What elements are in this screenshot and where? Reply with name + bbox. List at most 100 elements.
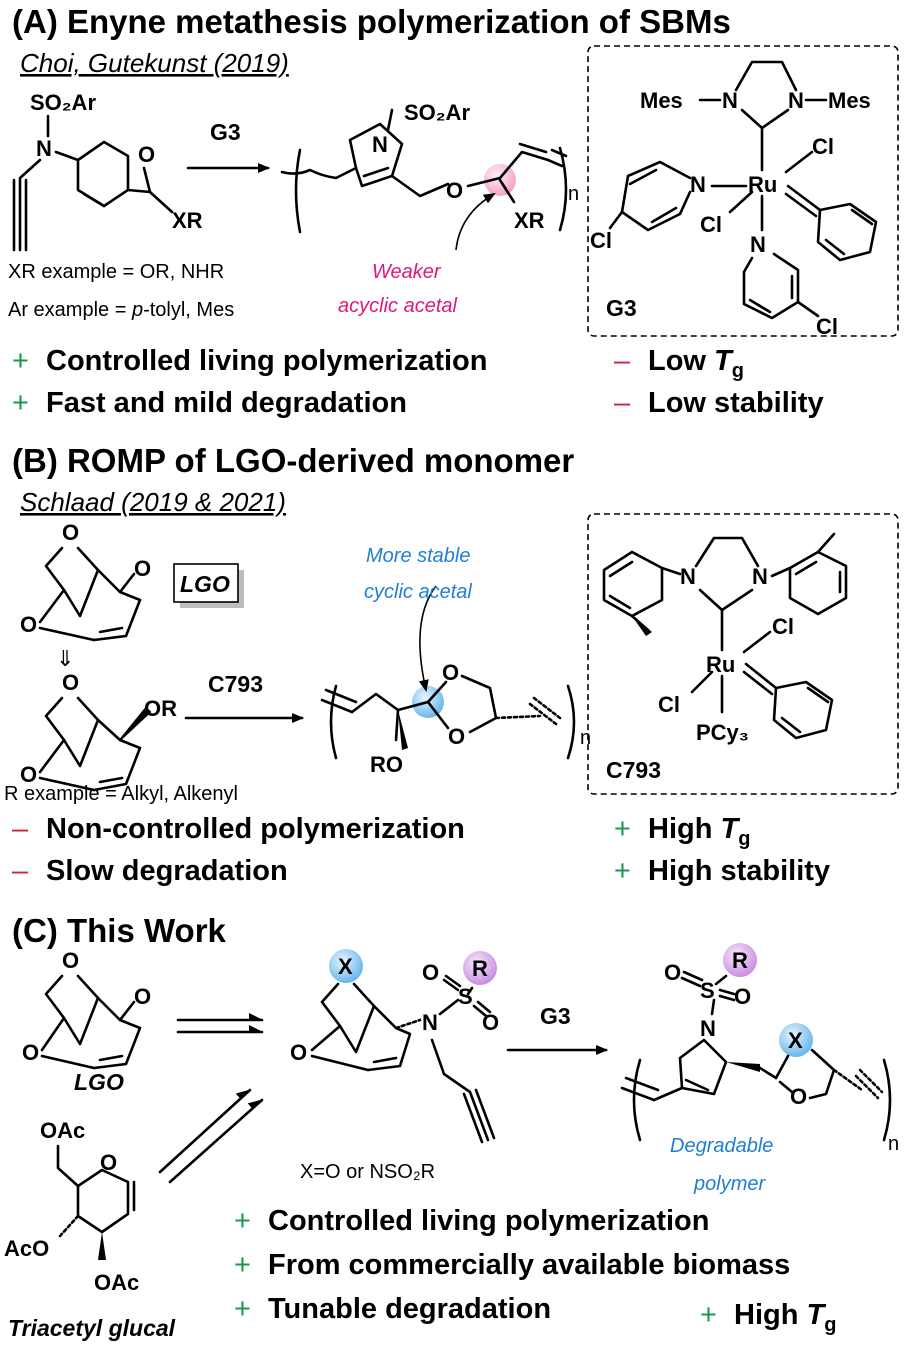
x-atom-highlight xyxy=(779,1023,813,1057)
section-a-advantage: +Fast and mild degradation xyxy=(12,387,407,419)
mesityl-right: Mes xyxy=(828,88,871,113)
section-b-advantage: +High Tg xyxy=(614,813,750,850)
r-group: R xyxy=(732,948,748,973)
r-group-highlight xyxy=(463,951,497,985)
chloride-bottom: Cl xyxy=(700,212,722,237)
r-group-highlight xyxy=(723,943,757,977)
stable-acetal-annotation: cyclic acetal xyxy=(364,581,472,603)
lgo-structure-c: O O O xyxy=(22,948,151,1070)
section-b-title: (B) ROMP of LGO-derived monomer xyxy=(12,442,574,479)
repeat-subscript: n xyxy=(568,183,579,205)
x-definition-note: X=O or NSO₂R xyxy=(300,1161,435,1183)
bullet-sign: – xyxy=(614,345,631,377)
nitrogen-atom: N xyxy=(372,132,388,157)
reagent-g3-label: G3 xyxy=(540,1003,571,1029)
oac-group: OAc xyxy=(94,1270,139,1295)
bullet-text: Slow degradation xyxy=(46,855,288,887)
bridge-oxygen: O xyxy=(62,948,79,973)
ketone-oxygen: O xyxy=(134,556,151,581)
ro-group: RO xyxy=(370,752,403,777)
nitrogen-atom: N xyxy=(700,1016,716,1041)
triacetyl-glucal-label: Triacetyl glucal xyxy=(8,1315,176,1341)
degradable-polymer-label: Degradable xyxy=(670,1135,773,1157)
ar-example-note: Ar example = p-tolyl, Mes xyxy=(8,299,234,321)
r-example-note: R example = Alkyl, Alkenyl xyxy=(4,783,238,805)
pcy3-ligand: PCy₃ xyxy=(696,720,749,745)
section-a-drawback: –Low Tg xyxy=(614,345,744,382)
c793-catalyst-box xyxy=(587,513,899,795)
ring-oxygen: O xyxy=(290,1040,307,1065)
section-c-advantage: +From commercially available biomass xyxy=(234,1249,790,1281)
c793-catalyst: N N Ru Cl Cl PCy₃ C793 xyxy=(602,532,848,783)
chloride-pyridine: Cl xyxy=(590,228,612,253)
section-c-advantage: +Controlled living polymerization xyxy=(234,1205,709,1237)
bullet-text: High Tg xyxy=(734,1299,836,1336)
bullet-sign: – xyxy=(12,813,29,845)
bullet-text: Tunable degradation xyxy=(268,1293,551,1325)
sulfur-atom: S xyxy=(458,984,473,1009)
sbm-monomer: SO₂Ar N O XR xyxy=(12,90,203,252)
nitrogen-atom: N xyxy=(690,172,706,197)
xr-group: XR xyxy=(172,208,203,233)
sulfonyl-oxygen: O xyxy=(734,984,751,1009)
nitrogen-atom: N xyxy=(680,564,696,589)
c793-label: C793 xyxy=(606,757,661,783)
section-b-drawback: –Non-controlled polymerization xyxy=(12,813,465,845)
g3-label: G3 xyxy=(606,295,637,321)
bullet-text: Controlled living polymerization xyxy=(46,345,487,377)
triacetyl-glucal: OAc O AcO OAc xyxy=(4,1118,139,1295)
nitrogen-atom: N xyxy=(422,1010,438,1035)
bridge-oxygen: O xyxy=(62,670,79,695)
lgo-structure: O O O xyxy=(20,520,151,642)
oac-group: OAc xyxy=(40,1118,85,1143)
bullet-text: Non-controlled polymerization xyxy=(46,813,465,845)
chloride-top: Cl xyxy=(772,614,794,639)
aco-group: AcO xyxy=(4,1236,49,1261)
lgo-label-box xyxy=(173,563,239,603)
bridge-oxygen: O xyxy=(62,520,79,545)
enyne-polymer: N SO₂Ar O XR n xyxy=(280,100,579,234)
x-atom-highlight xyxy=(329,949,363,983)
xr-example-note: XR example = OR, NHR xyxy=(8,261,224,283)
xr-group: XR xyxy=(514,208,545,233)
section-c-title: (C) This Work xyxy=(12,912,227,949)
degradable-polymer-label: polymer xyxy=(693,1173,766,1195)
retrosynthesis-arrow: ⇓ xyxy=(56,646,74,671)
section-a-citation: Choi, Gutekunst (2019) xyxy=(20,48,289,78)
section-a-drawback: –Low stability xyxy=(614,387,824,419)
nitrogen-atom: N xyxy=(722,88,738,113)
ring-oxygen: O xyxy=(20,762,37,787)
bullet-text: Low stability xyxy=(648,387,824,419)
sulfur-atom: S xyxy=(700,978,715,1003)
bullet-text: High Tg xyxy=(648,813,750,850)
section-c-advantage: + High Tg xyxy=(700,1299,836,1336)
sulfonyl-oxygen: O xyxy=(422,960,439,985)
reagent-c793-label: C793 xyxy=(208,671,263,697)
pyran-oxygen: O xyxy=(100,1150,117,1175)
so2ar-group: SO₂Ar xyxy=(404,100,470,125)
section-a-title: (A) Enyne metathesis polymerization of S… xyxy=(12,3,731,40)
chloride-top: Cl xyxy=(812,134,834,159)
weaker-acetal-annotation: Weaker xyxy=(372,261,442,283)
bullet-text: Controlled living polymerization xyxy=(268,1205,709,1237)
nitrogen-atom: N xyxy=(752,564,768,589)
dioxolane-oxygen: O xyxy=(790,1084,807,1109)
this-work-monomer: X O N S O O R xyxy=(290,949,499,1144)
ring-oxygen: O xyxy=(20,612,37,637)
romp-polymer: RO O O n xyxy=(320,660,591,777)
bullet-sign: + xyxy=(234,1249,251,1281)
weaker-acetal-annotation: acyclic acetal xyxy=(338,295,457,317)
g3-catalyst-box xyxy=(587,45,899,337)
lgo-label-c: LGO xyxy=(74,1069,124,1095)
mesityl-left: Mes xyxy=(640,88,683,113)
chloride-pyridine: Cl xyxy=(816,314,838,339)
nitrogen-atom: N xyxy=(750,232,766,257)
section-c-advantage: +Tunable degradation xyxy=(234,1293,551,1325)
dioxolane-oxygen: O xyxy=(448,724,465,749)
section-b-citation: Schlaad (2019 & 2021) xyxy=(20,487,286,517)
section-b-drawback: –Slow degradation xyxy=(12,855,288,887)
bullet-sign: + xyxy=(700,1299,717,1331)
bullet-sign: – xyxy=(614,387,631,419)
or-group: OR xyxy=(144,696,177,721)
nitrogen-atom: N xyxy=(788,88,804,113)
